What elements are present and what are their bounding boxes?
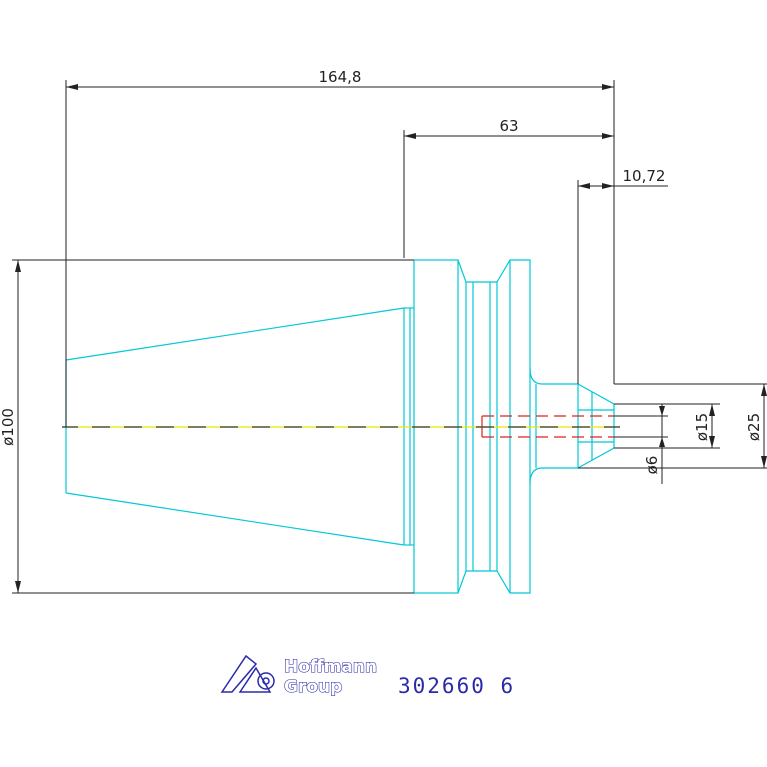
- dimension-arrows: [15, 84, 767, 593]
- dim-diameter-6: ø6: [643, 456, 661, 475]
- dim-diameter-25: ø25: [745, 413, 763, 441]
- dim-diameter-15: ø15: [693, 413, 711, 441]
- hoffmann-group-logo: Hoffmann Group: [220, 654, 378, 698]
- dimension-lines: [12, 80, 767, 594]
- taper-upper-edge: [65, 307, 405, 361]
- dim-outer-diameter: ø100: [0, 408, 17, 446]
- logo-mark-icon: [220, 654, 275, 693]
- logo-line-1: Hoffmann: [284, 657, 377, 677]
- part-number: 302660 6: [398, 674, 515, 698]
- nose: [577, 383, 615, 469]
- taper-lower-edge: [65, 492, 405, 546]
- dim-flange-to-tip: 63: [499, 117, 518, 135]
- logo-line-2: Group: [284, 677, 342, 697]
- dim-nose-length: 10,72: [623, 167, 666, 185]
- dim-overall-length: 164,8: [319, 68, 362, 86]
